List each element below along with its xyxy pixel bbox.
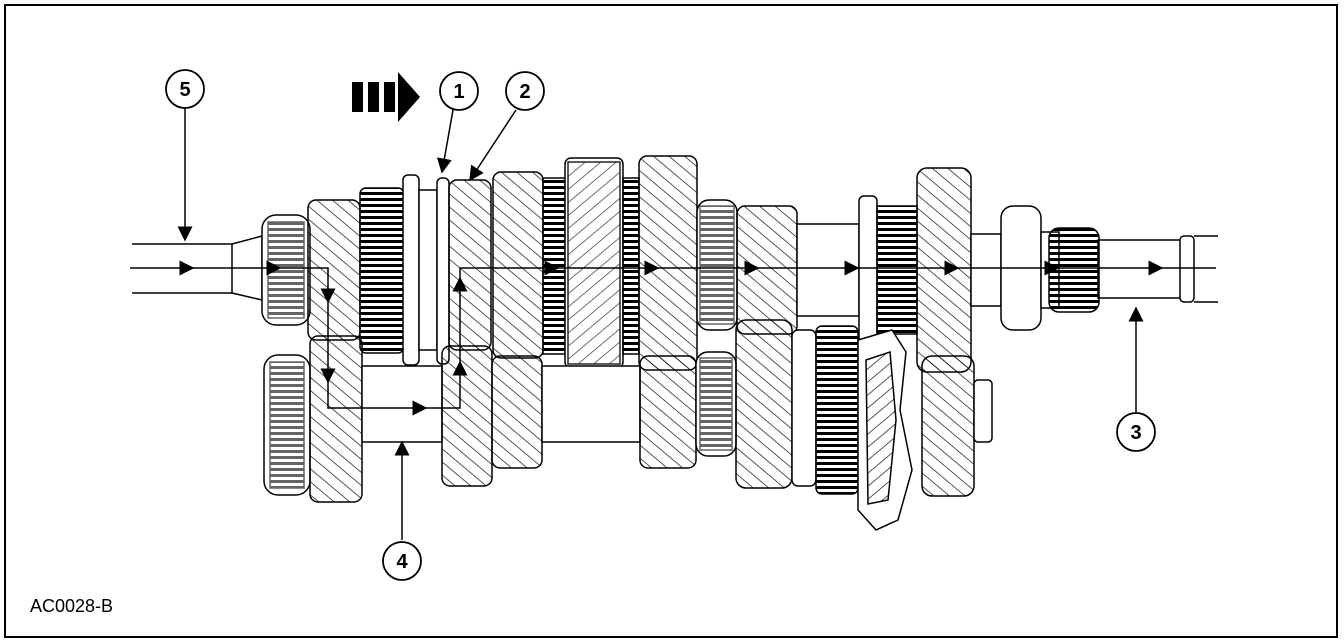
figure-id: AC0028-B xyxy=(30,596,114,616)
countershaft xyxy=(263,319,993,531)
output-spline xyxy=(1048,227,1100,313)
gear-3 xyxy=(492,171,544,359)
gear-6 xyxy=(916,167,972,373)
countershaft-gear-1 xyxy=(309,335,363,503)
gear-5 xyxy=(736,205,798,335)
rear-synchro xyxy=(876,205,918,335)
reverse-synchro xyxy=(815,325,859,495)
svg-text:4: 4 xyxy=(396,551,408,573)
callout-3: 3 xyxy=(1116,412,1156,452)
gear-4 xyxy=(638,155,698,371)
input-gear xyxy=(307,199,361,341)
callout-4: 4 xyxy=(382,541,422,581)
callout-5: 5 xyxy=(165,69,205,109)
countershaft-gear-5 xyxy=(735,319,793,489)
gear-2 xyxy=(448,179,492,351)
countershaft-gear-3 xyxy=(491,355,543,469)
synchro-ring xyxy=(402,174,420,366)
svg-text:2: 2 xyxy=(519,81,530,103)
gear-ring-1 xyxy=(436,177,450,365)
countershaft-gear-4 xyxy=(639,355,697,469)
countershaft-gear-6 xyxy=(921,355,975,497)
svg-text:5: 5 xyxy=(179,79,190,101)
output-shaft xyxy=(1097,235,1218,303)
svg-text:1: 1 xyxy=(453,81,464,103)
countershaft-gear-2 xyxy=(441,345,493,487)
forward-arrow-icon xyxy=(352,72,420,122)
callout-1: 1 xyxy=(439,71,479,111)
main-shaft-gears xyxy=(261,155,1100,373)
svg-text:3: 3 xyxy=(1130,422,1141,444)
callout-2: 2 xyxy=(505,71,545,111)
power-flow-path xyxy=(130,260,1216,416)
callout-leaders xyxy=(177,108,1144,540)
synchro-hub xyxy=(359,187,405,354)
